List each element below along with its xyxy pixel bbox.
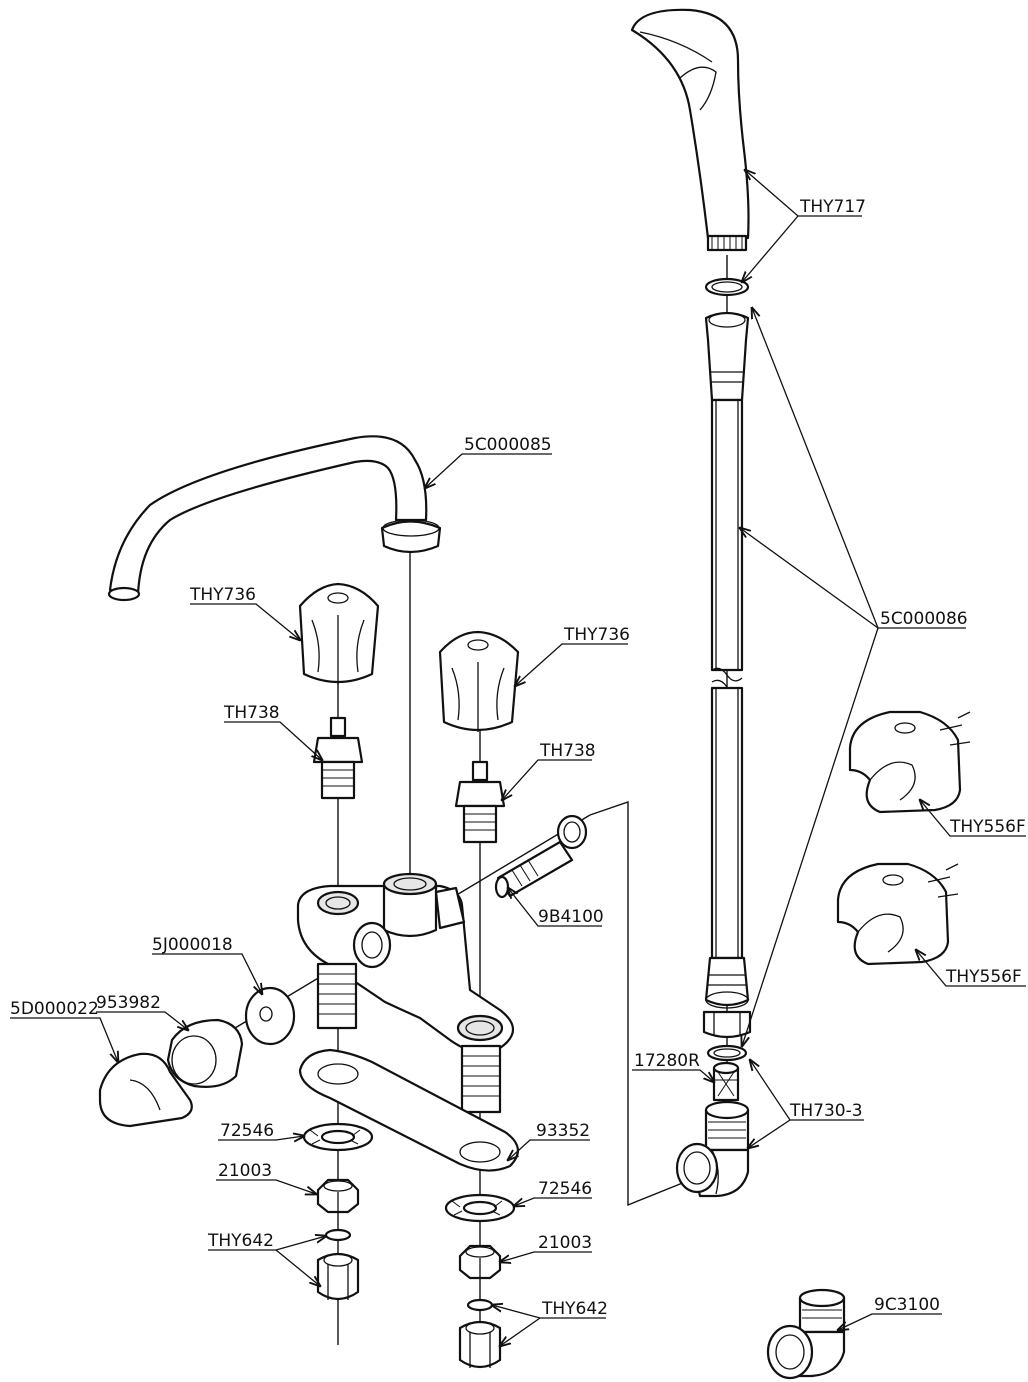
label-21003-left: 21003 [218,1161,272,1181]
label-17280r: 17280R [634,1051,700,1071]
shower-head [630,8,750,252]
faucet-body [296,872,515,1114]
handle-left [298,582,380,685]
elbow-9c3100 [766,1288,846,1380]
part-labels: THY717 5C000085 5C000086 THY736 THY736 T… [10,197,1026,1319]
washer-left [302,1122,374,1152]
washer-right [444,1193,516,1223]
shower-holder-top [848,710,971,814]
sleeve-953982 [166,1018,244,1088]
label-5j000018: 5J000018 [152,935,233,955]
label-thy642-left: THY642 [207,1231,274,1251]
label-9c3100: 9C3100 [874,1295,940,1315]
label-th738-right: TH738 [539,741,596,761]
cartridge-right [454,760,506,844]
lever-5d000022 [98,1052,193,1128]
shower-holder-bottom [836,862,959,966]
leader-lines [10,170,1026,1346]
label-5d000022: 5D000022 [10,999,99,1019]
label-thy736-right: THY736 [563,625,630,645]
axis-lines [139,255,728,1360]
label-th730-3: TH730-3 [789,1101,863,1121]
handle-right [438,630,520,732]
diverter-9b4100 [494,814,588,899]
hose-washer [706,1044,748,1062]
shower-hose [702,311,752,1039]
nut-left [316,1178,360,1214]
label-9b4100: 9B4100 [538,907,604,927]
cartridge-left [312,716,364,800]
thy642-left [316,1228,360,1301]
nut-right [458,1244,502,1280]
label-th738-left: TH738 [223,703,280,723]
label-5c000086: 5C000086 [880,609,968,629]
label-72546-left: 72546 [220,1121,274,1141]
cap-5j000018 [244,986,296,1046]
mounting-plate-93352 [298,1048,519,1172]
elbow-th730-3 [675,1100,750,1198]
filter-17280r [712,1061,740,1102]
label-5c000085: 5C000085 [464,435,552,455]
label-thy642-right: THY642 [541,1299,608,1319]
label-72546-right: 72546 [538,1179,592,1199]
label-thy717: THY717 [799,197,866,217]
faucet-spout [107,435,442,602]
thy642-right [458,1298,502,1369]
label-953982: 953982 [96,993,161,1013]
label-thy556f-top: THY556F [949,817,1026,837]
label-21003-right: 21003 [538,1233,592,1253]
label-93352: 93352 [536,1121,590,1141]
label-thy556f-bottom: THY556F [945,967,1022,987]
label-thy736-left: THY736 [189,585,256,605]
